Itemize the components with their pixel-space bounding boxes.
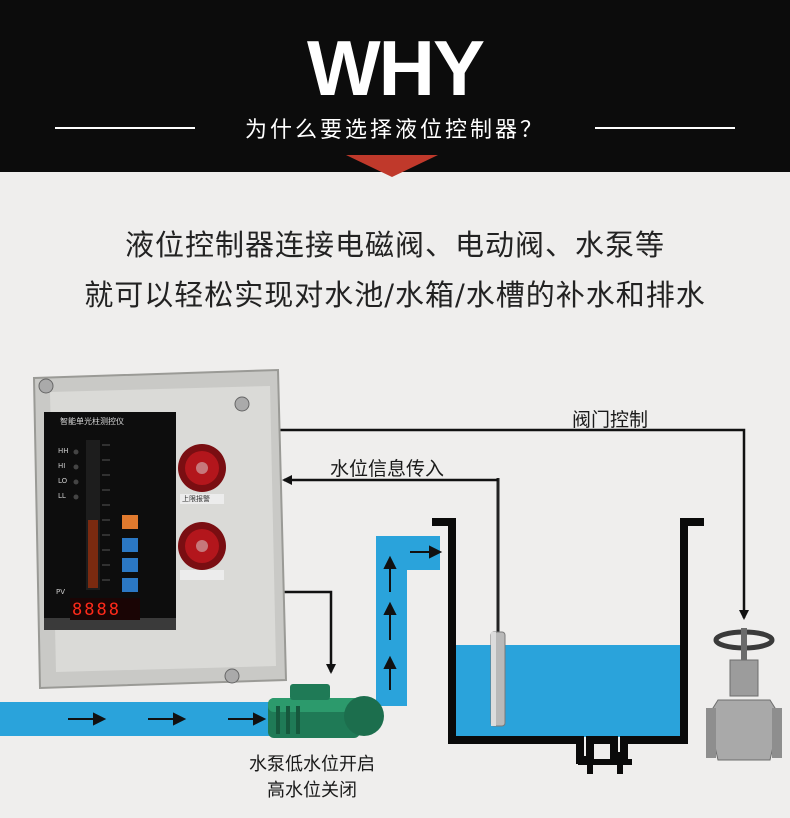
water-tank	[432, 518, 704, 774]
screw-icon	[38, 378, 54, 394]
subtitle-rule-right	[595, 127, 735, 129]
indicator-ll: LL	[58, 492, 66, 500]
subtitle-rule-left	[55, 127, 195, 129]
headline-line-1: 液位控制器连接电磁阀、电动阀、水泵等	[124, 228, 665, 262]
header-notch-arrow	[346, 155, 438, 177]
pump-label-line-1: 水泵低水位开启	[249, 754, 375, 775]
indicator-hi: HI	[58, 462, 66, 470]
controller-panel-title: 智能单光柱测控仪	[60, 417, 124, 426]
level-signal-label: 水位信息传入	[330, 458, 445, 480]
tank-water	[452, 645, 684, 737]
page-subtitle: 为什么要选择液位控制器？	[244, 118, 545, 143]
page-title: WHY	[307, 24, 485, 112]
indicator-lo: LO	[58, 477, 68, 485]
pump-label-line-2: 高水位关闭	[267, 780, 357, 801]
valve-control-label: 阀门控制	[572, 409, 649, 431]
level-sensor	[490, 478, 506, 727]
water-pump-icon	[268, 684, 384, 738]
header-banner: WHY 为什么要选择液位控制器？	[0, 0, 790, 172]
controller-box	[32, 368, 288, 690]
pump-control-line	[276, 590, 336, 674]
pv-label: PV	[56, 588, 66, 596]
headline-line-2: 就可以轻松实现对水池/水箱/水槽的补水和排水	[84, 278, 706, 312]
indicator-hh: HH	[58, 447, 69, 455]
digital-display: 8888	[72, 600, 121, 620]
alarm-label: 上限报警	[182, 495, 210, 503]
gate-valve-icon	[706, 628, 782, 761]
flow-arrows	[68, 545, 443, 726]
valve-control-line	[278, 428, 749, 620]
